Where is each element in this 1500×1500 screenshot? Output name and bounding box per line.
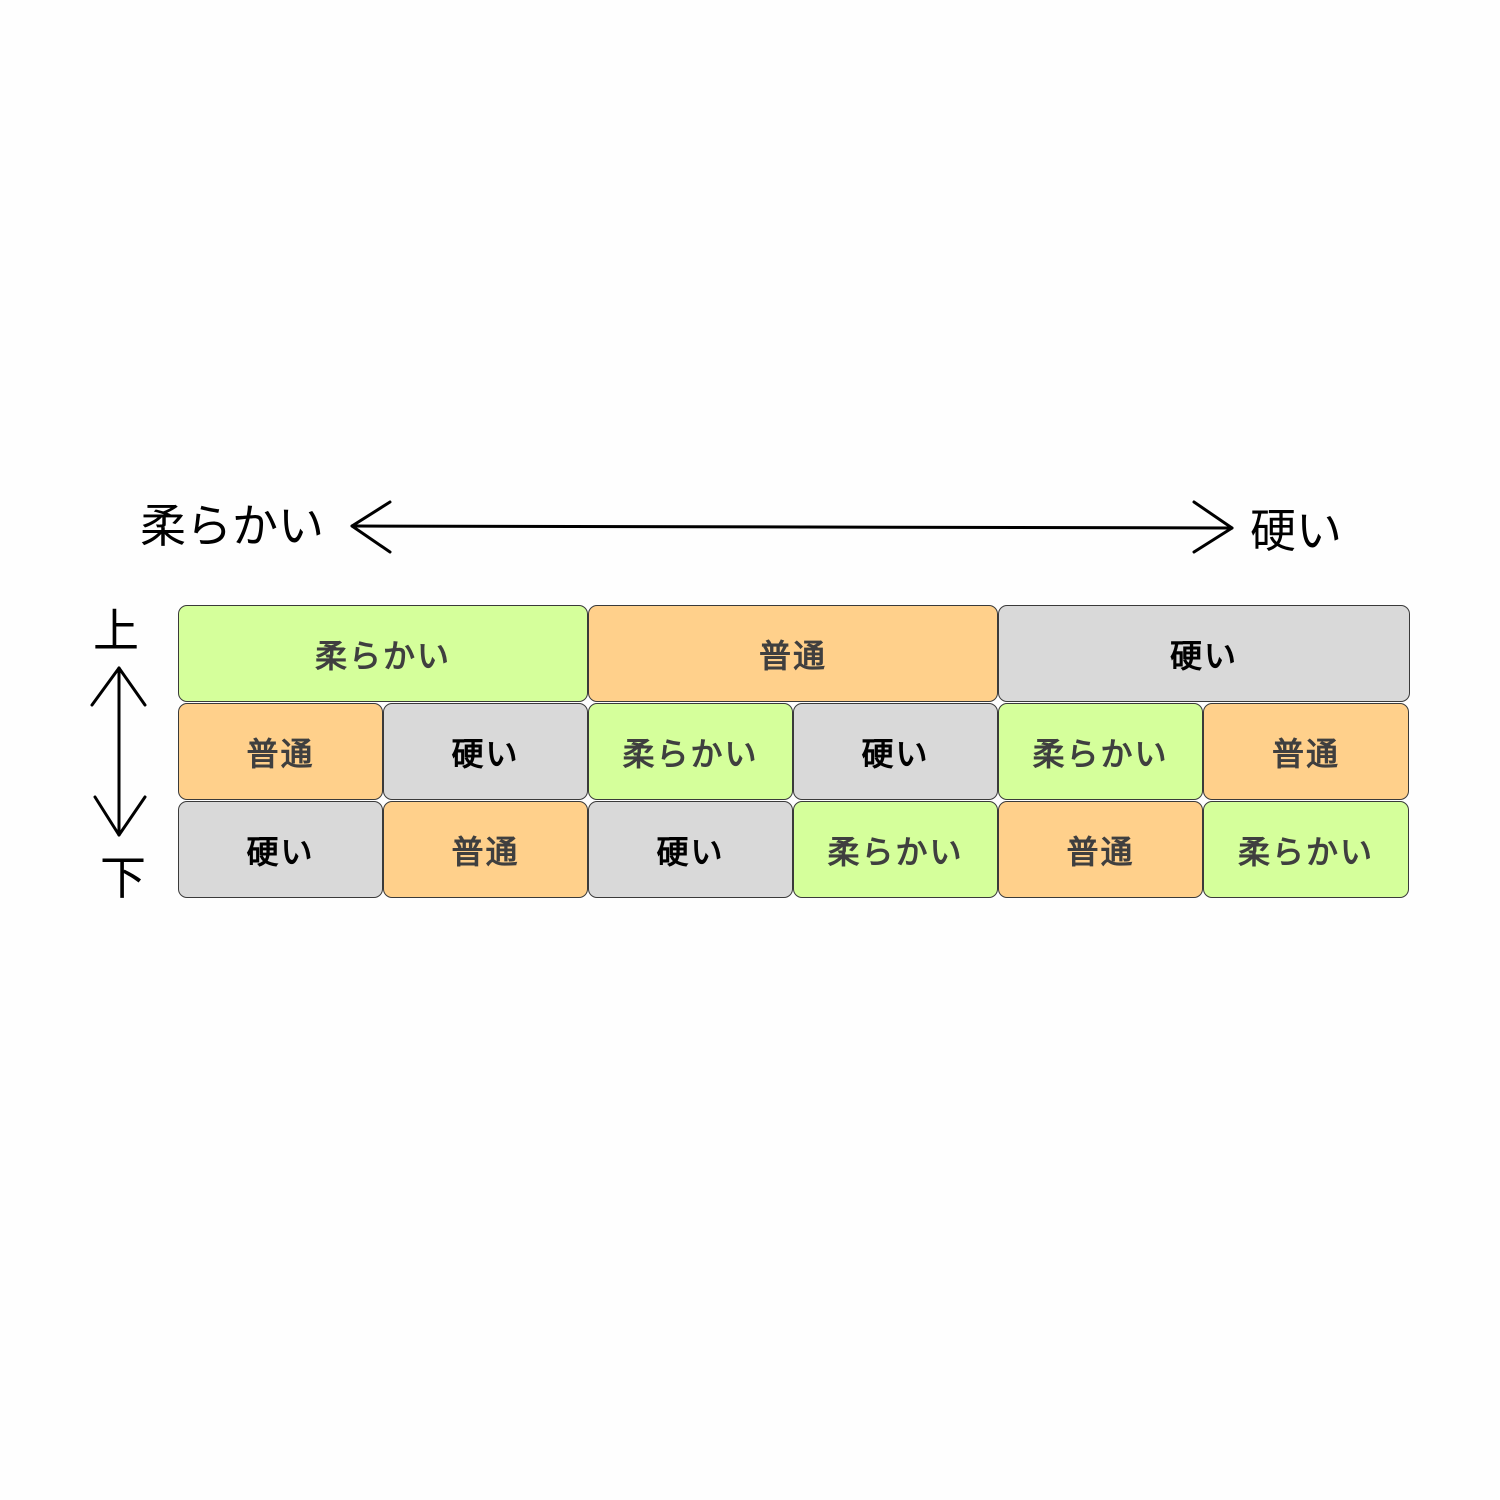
axis-label-bottom: 下: [100, 851, 146, 905]
block-hard: 硬い: [588, 801, 793, 898]
block-medium: 普通: [998, 801, 1203, 898]
block-soft: 柔らかい: [178, 605, 588, 702]
block-hard: 硬い: [793, 703, 998, 800]
axis-label-top: 上: [93, 604, 139, 658]
horizontal-double-arrow: [350, 500, 1234, 554]
block-medium: 普通: [178, 703, 383, 800]
axis-label-soft: 柔らかい: [140, 499, 324, 553]
vertical-double-arrow: [90, 666, 147, 837]
block-medium: 普通: [383, 801, 588, 898]
block-hard: 硬い: [383, 703, 588, 800]
block-soft: 柔らかい: [998, 703, 1203, 800]
axis-label-hard: 硬い: [1250, 504, 1342, 558]
block-hard: 硬い: [178, 801, 383, 898]
block-medium: 普通: [1203, 703, 1409, 800]
block-soft: 柔らかい: [1203, 801, 1409, 898]
block-soft: 柔らかい: [588, 703, 793, 800]
block-hard: 硬い: [998, 605, 1410, 702]
block-soft: 柔らかい: [793, 801, 998, 898]
block-medium: 普通: [588, 605, 998, 702]
